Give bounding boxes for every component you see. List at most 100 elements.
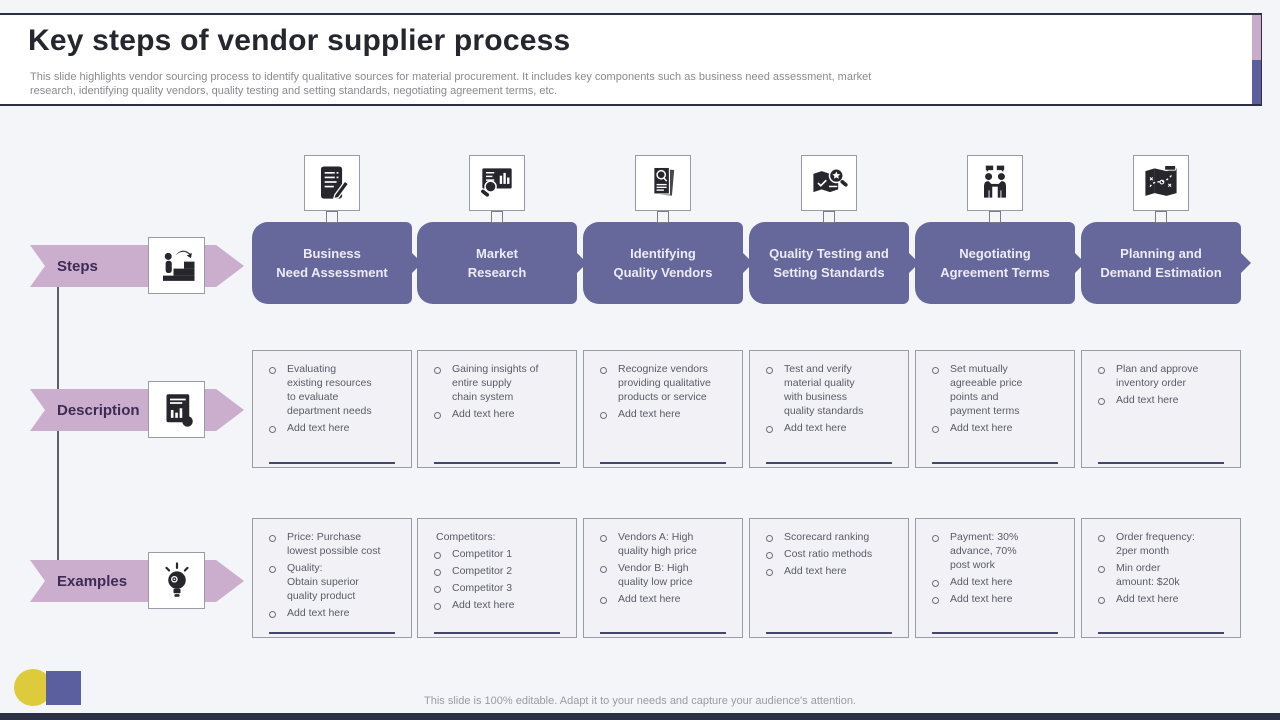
example-item: Order frequency: 2per month (1094, 531, 1234, 559)
steps-arrow: Steps (30, 245, 244, 287)
document-magnifier-icon (635, 155, 691, 211)
negotiation-handshake-icon (967, 155, 1023, 211)
underline (433, 462, 561, 464)
underline (765, 462, 893, 464)
underline (931, 462, 1059, 464)
step-title: Planning and Demand Estimation (1100, 245, 1222, 281)
add-text-placeholder[interactable]: Add text here (265, 422, 405, 436)
underline (599, 462, 727, 464)
examples-box: Order frequency: 2per month Min order am… (1081, 518, 1241, 638)
row-label: Examples (57, 572, 128, 590)
examples-heading: Competitors: (436, 531, 496, 543)
process-column-identifying-vendors: Identifying Quality Vendors Recognize ve… (583, 0, 743, 720)
underline (765, 632, 893, 634)
add-text-placeholder[interactable]: Add text here (1094, 593, 1234, 607)
add-text-placeholder[interactable]: Add text here (430, 599, 570, 613)
description-box: Evaluating existing resources to evaluat… (252, 350, 412, 468)
process-column-planning: Planning and Demand Estimation Plan and … (1081, 0, 1241, 720)
underline (931, 632, 1059, 634)
underline (268, 632, 396, 634)
description-box: Recognize vendors providing qualitative … (583, 350, 743, 468)
step-header: Negotiating Agreement Terms (915, 222, 1075, 304)
add-text-placeholder[interactable]: Add text here (928, 422, 1068, 436)
description-item: Recognize vendors providing qualitative … (596, 363, 736, 405)
description-box: Plan and approve inventory order Add tex… (1081, 350, 1241, 468)
example-item: Payment: 30% advance, 70% post work (928, 531, 1068, 573)
step-header: Business Need Assessment (252, 222, 412, 304)
example-item: Competitor 2 (430, 565, 570, 579)
example-item: Quality: Obtain superior quality product (265, 562, 405, 604)
example-item: Scorecard ranking (762, 531, 902, 545)
underline (599, 632, 727, 634)
example-item: Vendor B: High quality low price (596, 562, 736, 590)
process-column-quality-testing: Quality Testing and Setting Standards Te… (749, 0, 909, 720)
underline (1097, 632, 1225, 634)
stairs-person-icon (148, 237, 205, 294)
description-item: Set mutually agreeable price points and … (928, 363, 1068, 419)
description-box: Gaining insights of entire supply chain … (417, 350, 577, 468)
header-box: Key steps of vendor supplier process Thi… (0, 13, 1262, 106)
row-label: Steps (57, 257, 98, 275)
decor-yellow-circle (14, 669, 52, 706)
step-title: Business Need Assessment (276, 245, 388, 281)
add-text-placeholder[interactable]: Add text here (596, 593, 736, 607)
connector-square (657, 211, 669, 223)
example-item: Cost ratio methods (762, 548, 902, 562)
step-header: Quality Testing and Setting Standards (749, 222, 909, 304)
description-box: Test and verify material quality with bu… (749, 350, 909, 468)
examples-box: Competitors: Competitor 1 Competitor 2 C… (417, 518, 577, 638)
description-item: Gaining insights of entire supply chain … (430, 363, 570, 405)
page-title: Key steps of vendor supplier process (28, 24, 571, 57)
add-text-placeholder[interactable]: Add text here (762, 565, 902, 579)
add-text-placeholder[interactable]: Add text here (265, 607, 405, 621)
step-title: Quality Testing and Setting Standards (769, 245, 889, 281)
connector-square (1155, 211, 1167, 223)
row-label-steps: Steps (30, 237, 244, 294)
process-column-business-need: Business Need Assessment Evaluating exis… (252, 0, 412, 720)
report-chart-icon (148, 381, 205, 438)
description-item: Evaluating existing resources to evaluat… (265, 363, 405, 419)
add-text-placeholder[interactable]: Add text here (928, 593, 1068, 607)
add-text-placeholder[interactable]: Add text here (596, 408, 736, 422)
row-label-examples: Examples (30, 552, 244, 609)
connector-square (491, 211, 503, 223)
step-title: Negotiating Agreement Terms (940, 245, 1050, 281)
add-text-placeholder[interactable]: Add text here (762, 422, 902, 436)
slide-subtitle: This slide highlights vendor sourcing pr… (30, 71, 872, 97)
description-item: Test and verify material quality with bu… (762, 363, 902, 419)
decor-purple-square (46, 671, 81, 705)
step-header: Market Research (417, 222, 577, 304)
connector-square (989, 211, 1001, 223)
bottom-accent-bar (0, 713, 1280, 720)
examples-arrow: Examples (30, 560, 244, 602)
add-text-placeholder[interactable]: Add text here (430, 408, 570, 422)
example-item: Min order amount: $20k (1094, 562, 1234, 590)
example-item: Price: Purchase lowest possible cost (265, 531, 405, 559)
footer-note: This slide is 100% editable. Adapt it to… (424, 695, 856, 707)
underline (1097, 462, 1225, 464)
row-label-description: Description (30, 381, 244, 438)
row-label: Description (57, 401, 140, 419)
step-title: Identifying Quality Vendors (613, 245, 713, 281)
header-accent-bar (1252, 15, 1261, 104)
examples-box: Vendors A: High quality high price Vendo… (583, 518, 743, 638)
description-item: Plan and approve inventory order (1094, 363, 1234, 391)
example-item: Competitor 3 (430, 582, 570, 596)
description-box: Set mutually agreeable price points and … (915, 350, 1075, 468)
process-column-market-research: Market Research Gaining insights of enti… (417, 0, 577, 720)
examples-box: Price: Purchase lowest possible cost Qua… (252, 518, 412, 638)
add-text-placeholder[interactable]: Add text here (928, 576, 1068, 590)
accent-purple (1252, 59, 1261, 104)
examples-box: Scorecard ranking Cost ratio methods Add… (749, 518, 909, 638)
step-title: Market Research (467, 245, 527, 281)
add-text-placeholder[interactable]: Add text here (1094, 394, 1234, 408)
step-header: Identifying Quality Vendors (583, 222, 743, 304)
underline (433, 632, 561, 634)
connector-square (326, 211, 338, 223)
underline (268, 462, 396, 464)
market-research-icon (469, 155, 525, 211)
description-arrow: Description (30, 389, 244, 431)
example-item: Competitor 1 (430, 548, 570, 562)
connector-square (823, 211, 835, 223)
clipboard-pencil-icon (304, 155, 360, 211)
